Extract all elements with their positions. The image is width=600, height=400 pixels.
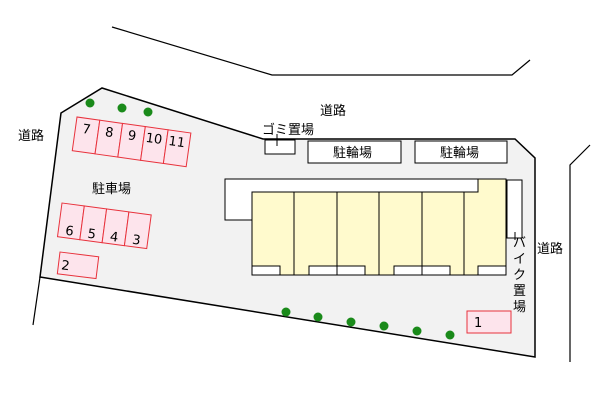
- stall-number: 10: [145, 131, 163, 148]
- tree-icon: [313, 312, 323, 322]
- parking-stall: 2: [56, 251, 100, 280]
- tree-icon: [379, 321, 389, 331]
- bike-label-char: 置: [513, 284, 526, 299]
- tree-icon: [143, 107, 153, 117]
- stall-number: 9: [127, 128, 137, 144]
- bike-label-char: イ: [513, 252, 526, 267]
- bike-label-char: ク: [513, 268, 526, 283]
- apartment-building: [224, 178, 523, 276]
- parking-stall: 11: [162, 129, 192, 168]
- garbage-label: ゴミ置場: [262, 122, 314, 138]
- road-edge-top: [111, 26, 531, 76]
- bicycle-label: 駐輪場: [440, 145, 479, 161]
- stall-number: 7: [81, 122, 91, 138]
- stall-number: 2: [60, 258, 70, 274]
- stall-number: 6: [64, 224, 74, 240]
- stall-number: 1: [474, 316, 482, 331]
- stall-number: 3: [131, 233, 141, 249]
- tree-icon: [445, 330, 455, 340]
- parking-stall: 1: [466, 310, 512, 334]
- stall-number: 5: [87, 227, 97, 243]
- tree-icon: [281, 307, 291, 317]
- bike-label-char: バ: [513, 236, 526, 251]
- bicycle-parking: [414, 140, 508, 164]
- parking-stall: 9: [117, 122, 146, 161]
- bike-label-char: 場: [513, 300, 526, 315]
- parking-stall: 7: [71, 116, 101, 155]
- parking-stall: 3: [123, 211, 152, 250]
- parking-stall: 5: [79, 205, 108, 244]
- road-edge-right: [569, 144, 591, 362]
- road-edge-left: [32, 276, 41, 326]
- tree-icon: [85, 98, 95, 108]
- tree-icon: [412, 326, 422, 336]
- road-label: 道路: [18, 128, 44, 144]
- tree-icon: [346, 317, 356, 327]
- stall-number: 11: [167, 134, 185, 151]
- bicycle-parking: [307, 140, 402, 164]
- parking-stall: 8: [94, 119, 124, 158]
- stall-number: 8: [104, 125, 114, 141]
- garbage-area: [264, 139, 296, 155]
- tree-icon: [117, 103, 127, 113]
- road-label: 道路: [537, 241, 563, 257]
- parking-label: 駐車場: [92, 182, 131, 197]
- road-label: 道路: [320, 103, 346, 119]
- stall-number: 4: [109, 230, 119, 246]
- bicycle-label: 駐輪場: [333, 145, 372, 161]
